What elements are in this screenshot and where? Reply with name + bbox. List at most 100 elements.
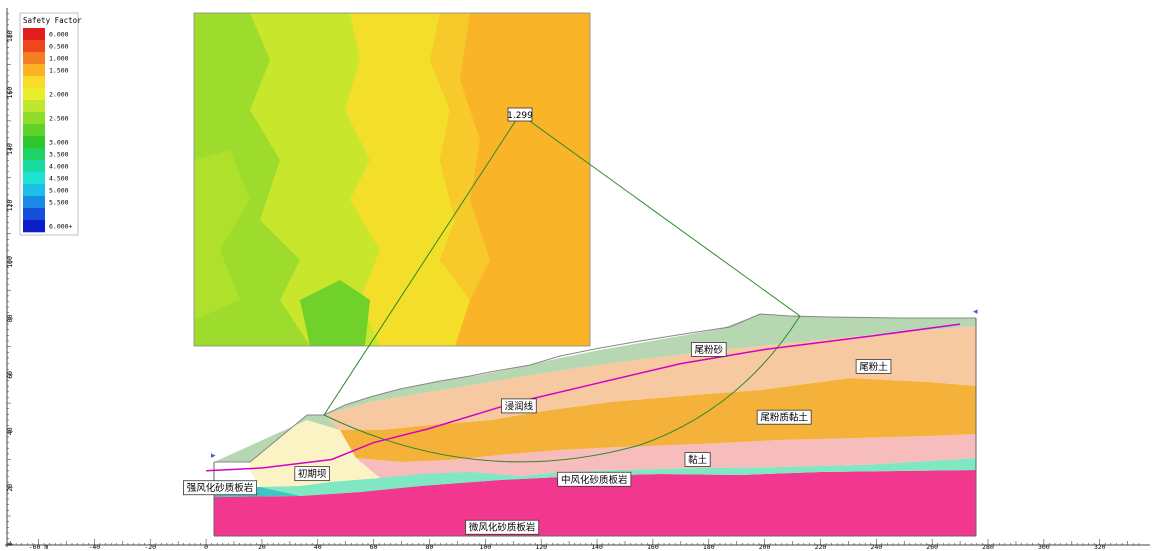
legend-swatch [23,112,45,125]
y-tick-label: 140 [6,143,14,155]
legend-title: Safety Factor [23,16,82,25]
x-tick-label: 120 [535,543,547,551]
material-label-box [465,519,540,535]
material-label: 初期坝 [294,466,330,482]
contour-band-green-patch [194,150,250,320]
material-label-box [557,471,632,487]
material-label: 强风化砂质板岩 [183,480,258,496]
legend-swatch [23,148,45,161]
x-tick-label: 260 [926,543,938,551]
slope-profile [213,313,977,537]
layer-tailings-fine-sand [324,314,976,415]
legend-value: 4.500 [49,175,69,183]
material-label-box [294,466,330,482]
y-tick-label: 40 [6,427,14,435]
legend-swatch [23,88,45,101]
x-tick-label: 240 [870,543,882,551]
material-label-text: 强风化砂质板岩 [187,482,254,494]
material-label: 黏土 [684,452,711,467]
safety-factor-contour-grid [193,12,591,347]
slip-center-label-box [507,107,533,122]
slip-radius-right [519,113,801,317]
y-tick-label: 60 [6,371,14,379]
y-tick-label: 160 [6,87,14,99]
legend-swatch [23,40,45,53]
legend-value: 0.500 [49,43,69,51]
x-tick-label: 220 [815,543,827,551]
legend-value: 3.500 [49,151,69,159]
material-label-text: 微风化砂质板岩 [469,522,536,534]
x-tick-label: 280 [982,543,994,551]
material-label-box [183,480,258,496]
legend-value: 0.000 [49,31,69,39]
material-label: 尾粉土 [855,358,892,374]
legend-swatch [23,124,45,137]
x-tick-label: 160 [647,543,659,551]
ground-surface-line [214,313,976,463]
material-label-text: 中风化砂质板岩 [561,474,628,486]
legend-swatch [23,52,45,65]
material-label: 浸润线 [501,398,537,414]
material-label-text: 尾粉质黏土 [760,412,808,424]
layer-slightly-weathered-slate [214,470,976,536]
x-tick-label: 20 [258,543,266,551]
x-tick-label: 60 [370,543,378,551]
material-label-text: 尾粉土 [859,361,888,373]
legend-swatch [23,172,45,185]
legend-swatch [23,76,45,89]
contour-grid-border [193,12,591,347]
slip-factor-of-safety: 1.299 [507,111,533,121]
x-tick-label: -60 m [29,543,49,551]
right-boundary-marker: ◂ [973,307,978,317]
legend-swatch [23,220,45,233]
y-tick-label: 120 [6,200,14,212]
legend-swatch [23,100,45,113]
boundary-markers: ▸ ◂ [211,307,978,461]
legend-swatch [23,184,45,197]
legend-value: 6.000+ [49,223,73,231]
material-label-text: 初期坝 [298,468,327,480]
y-tick-label: 100 [6,256,14,268]
legend-swatch [23,196,45,209]
layer-clay [356,434,976,478]
critical-slip-surface: 1.299 [323,107,801,463]
material-label-text: 浸润线 [505,400,534,412]
legend-value: 5.000 [49,187,69,195]
legend-swatch [23,28,45,41]
legend-value: 2.000 [49,91,69,99]
layer-moderately-weathered-slate [260,458,976,496]
x-tick-label: 80 [426,543,434,551]
y-tick-label: 20 [6,484,14,492]
layer-tailings-silt [324,326,976,430]
x-tick-label: -20 [144,543,156,551]
legend-value: 1.000 [49,55,69,63]
contour-band-orange-yellow [430,13,490,300]
left-boundary-marker: ▸ [211,451,216,461]
layer-dam-slope-cover [214,415,340,462]
legend: Safety Factor 0.0000.5001.0001.5002.0002… [19,12,82,236]
y-tick-label: 180 [6,30,14,42]
legend-value: 4.000 [49,163,69,171]
x-tick-label: 180 [703,543,715,551]
layer-starter-dam [250,415,380,487]
x-tick-label: 320 [1094,543,1106,551]
legend-entries: 0.0000.5001.0001.5002.0002.5003.0003.500… [23,28,73,233]
legend-value: 5.500 [49,199,69,207]
slip-radius-left [323,113,521,416]
slip-arc [323,315,801,463]
material-label-box [756,409,812,425]
x-tick-label: 300 [1038,543,1050,551]
x-tick-label: 100 [479,543,491,551]
y-tick-label: 0 [6,542,14,546]
material-label: 中风化砂质板岩 [557,471,632,487]
material-label-text: 黏土 [688,454,708,466]
legend-value: 1.500 [49,67,69,75]
material-label-text: 尾粉砂 [694,344,723,356]
material-label-box [690,342,727,357]
material-label-box [501,398,537,414]
legend-value: 3.000 [49,139,69,147]
legend-swatch [23,136,45,149]
